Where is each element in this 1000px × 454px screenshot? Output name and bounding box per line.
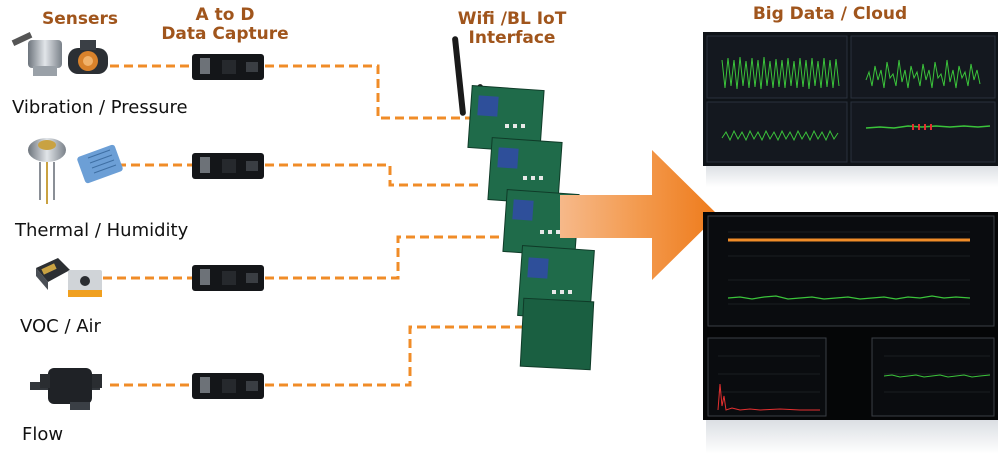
sensors-header: Sensers <box>41 9 119 29</box>
connector-adc-iot-4 <box>265 325 535 387</box>
pcb-5 <box>519 297 595 371</box>
adc-module-2 <box>192 153 264 179</box>
vibration-sensor-icon <box>11 32 62 76</box>
sensor-label-flow: Flow <box>22 424 64 445</box>
adc-header-line2: Data Capture <box>161 24 289 44</box>
connector-adc-iot-2 <box>265 163 480 187</box>
thermal-sensor-icon <box>28 138 66 204</box>
connector-adc-iot-1 <box>265 64 472 120</box>
cloud-dashboard-bottom <box>703 212 998 420</box>
sensor-label-voc-air: VOC / Air <box>20 316 101 337</box>
adc-module-4 <box>192 373 264 399</box>
iot-header: Wifi /BL IoT Interface <box>457 9 567 48</box>
sensor-label-vibration-pressure: Vibration / Pressure <box>12 97 188 118</box>
antenna-1 <box>452 36 466 116</box>
air-sensor-icon <box>68 270 102 297</box>
adc-module-3 <box>192 265 264 291</box>
adc-header-line1: A to D <box>195 5 255 25</box>
voc-sensor-icon <box>36 258 70 290</box>
cloud-dashboard-top <box>703 32 998 166</box>
cloud-header: Big Data / Cloud <box>752 4 908 24</box>
sensor-label-thermal-humidity: Thermal / Humidity <box>15 220 189 241</box>
pressure-sensor-icon <box>68 40 108 74</box>
adc-header: A to D Data Capture <box>160 6 290 44</box>
humidity-sensor-icon <box>77 144 123 184</box>
flow-sensor-icon <box>30 368 102 410</box>
adc-module-1 <box>192 54 264 80</box>
connector-adc-iot-3 <box>265 235 520 280</box>
flow-arrow <box>560 150 718 280</box>
